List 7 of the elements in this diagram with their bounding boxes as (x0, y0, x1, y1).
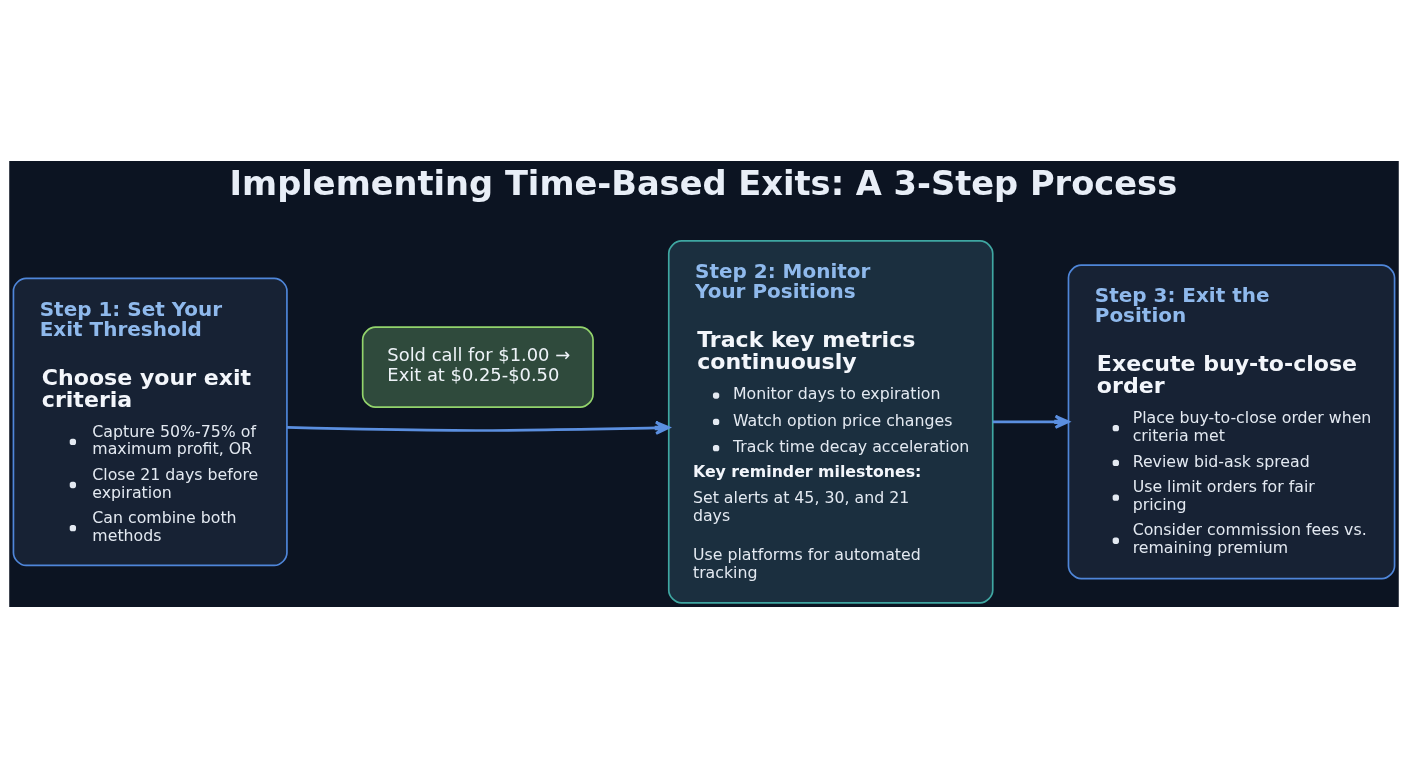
diagram-title: Implementing Time-Based Exits: A 3-Step Process (229, 164, 1178, 204)
arrow (287, 420, 671, 435)
node-box: Step 3: Exit the Position Execute buy-to-close order Place buy-to-close order when criteria met Review bid-ask spread Use limit orders for fair pricing Consider commission fees vs. remaining premium (1067, 264, 1396, 580)
node-box: Sold call for $1.00 → Exit at $0.25-$0.50 (361, 326, 594, 408)
arrow (992, 414, 1070, 429)
node-box: Step 1: Set Your Exit Threshold Choose your exit criteria Capture 50%-75% of maximum profit, OR Close 21 days before expiration Can combine both methods (12, 277, 288, 567)
node-box: Step 2: Monitor Your Positions Track key metrics continuously Monitor days to expiration Watch option price changes Track time decay acceleration Key reminder milestones: Set alerts at 45, 30, and 21 days Use platforms for automated tracking (667, 240, 994, 604)
